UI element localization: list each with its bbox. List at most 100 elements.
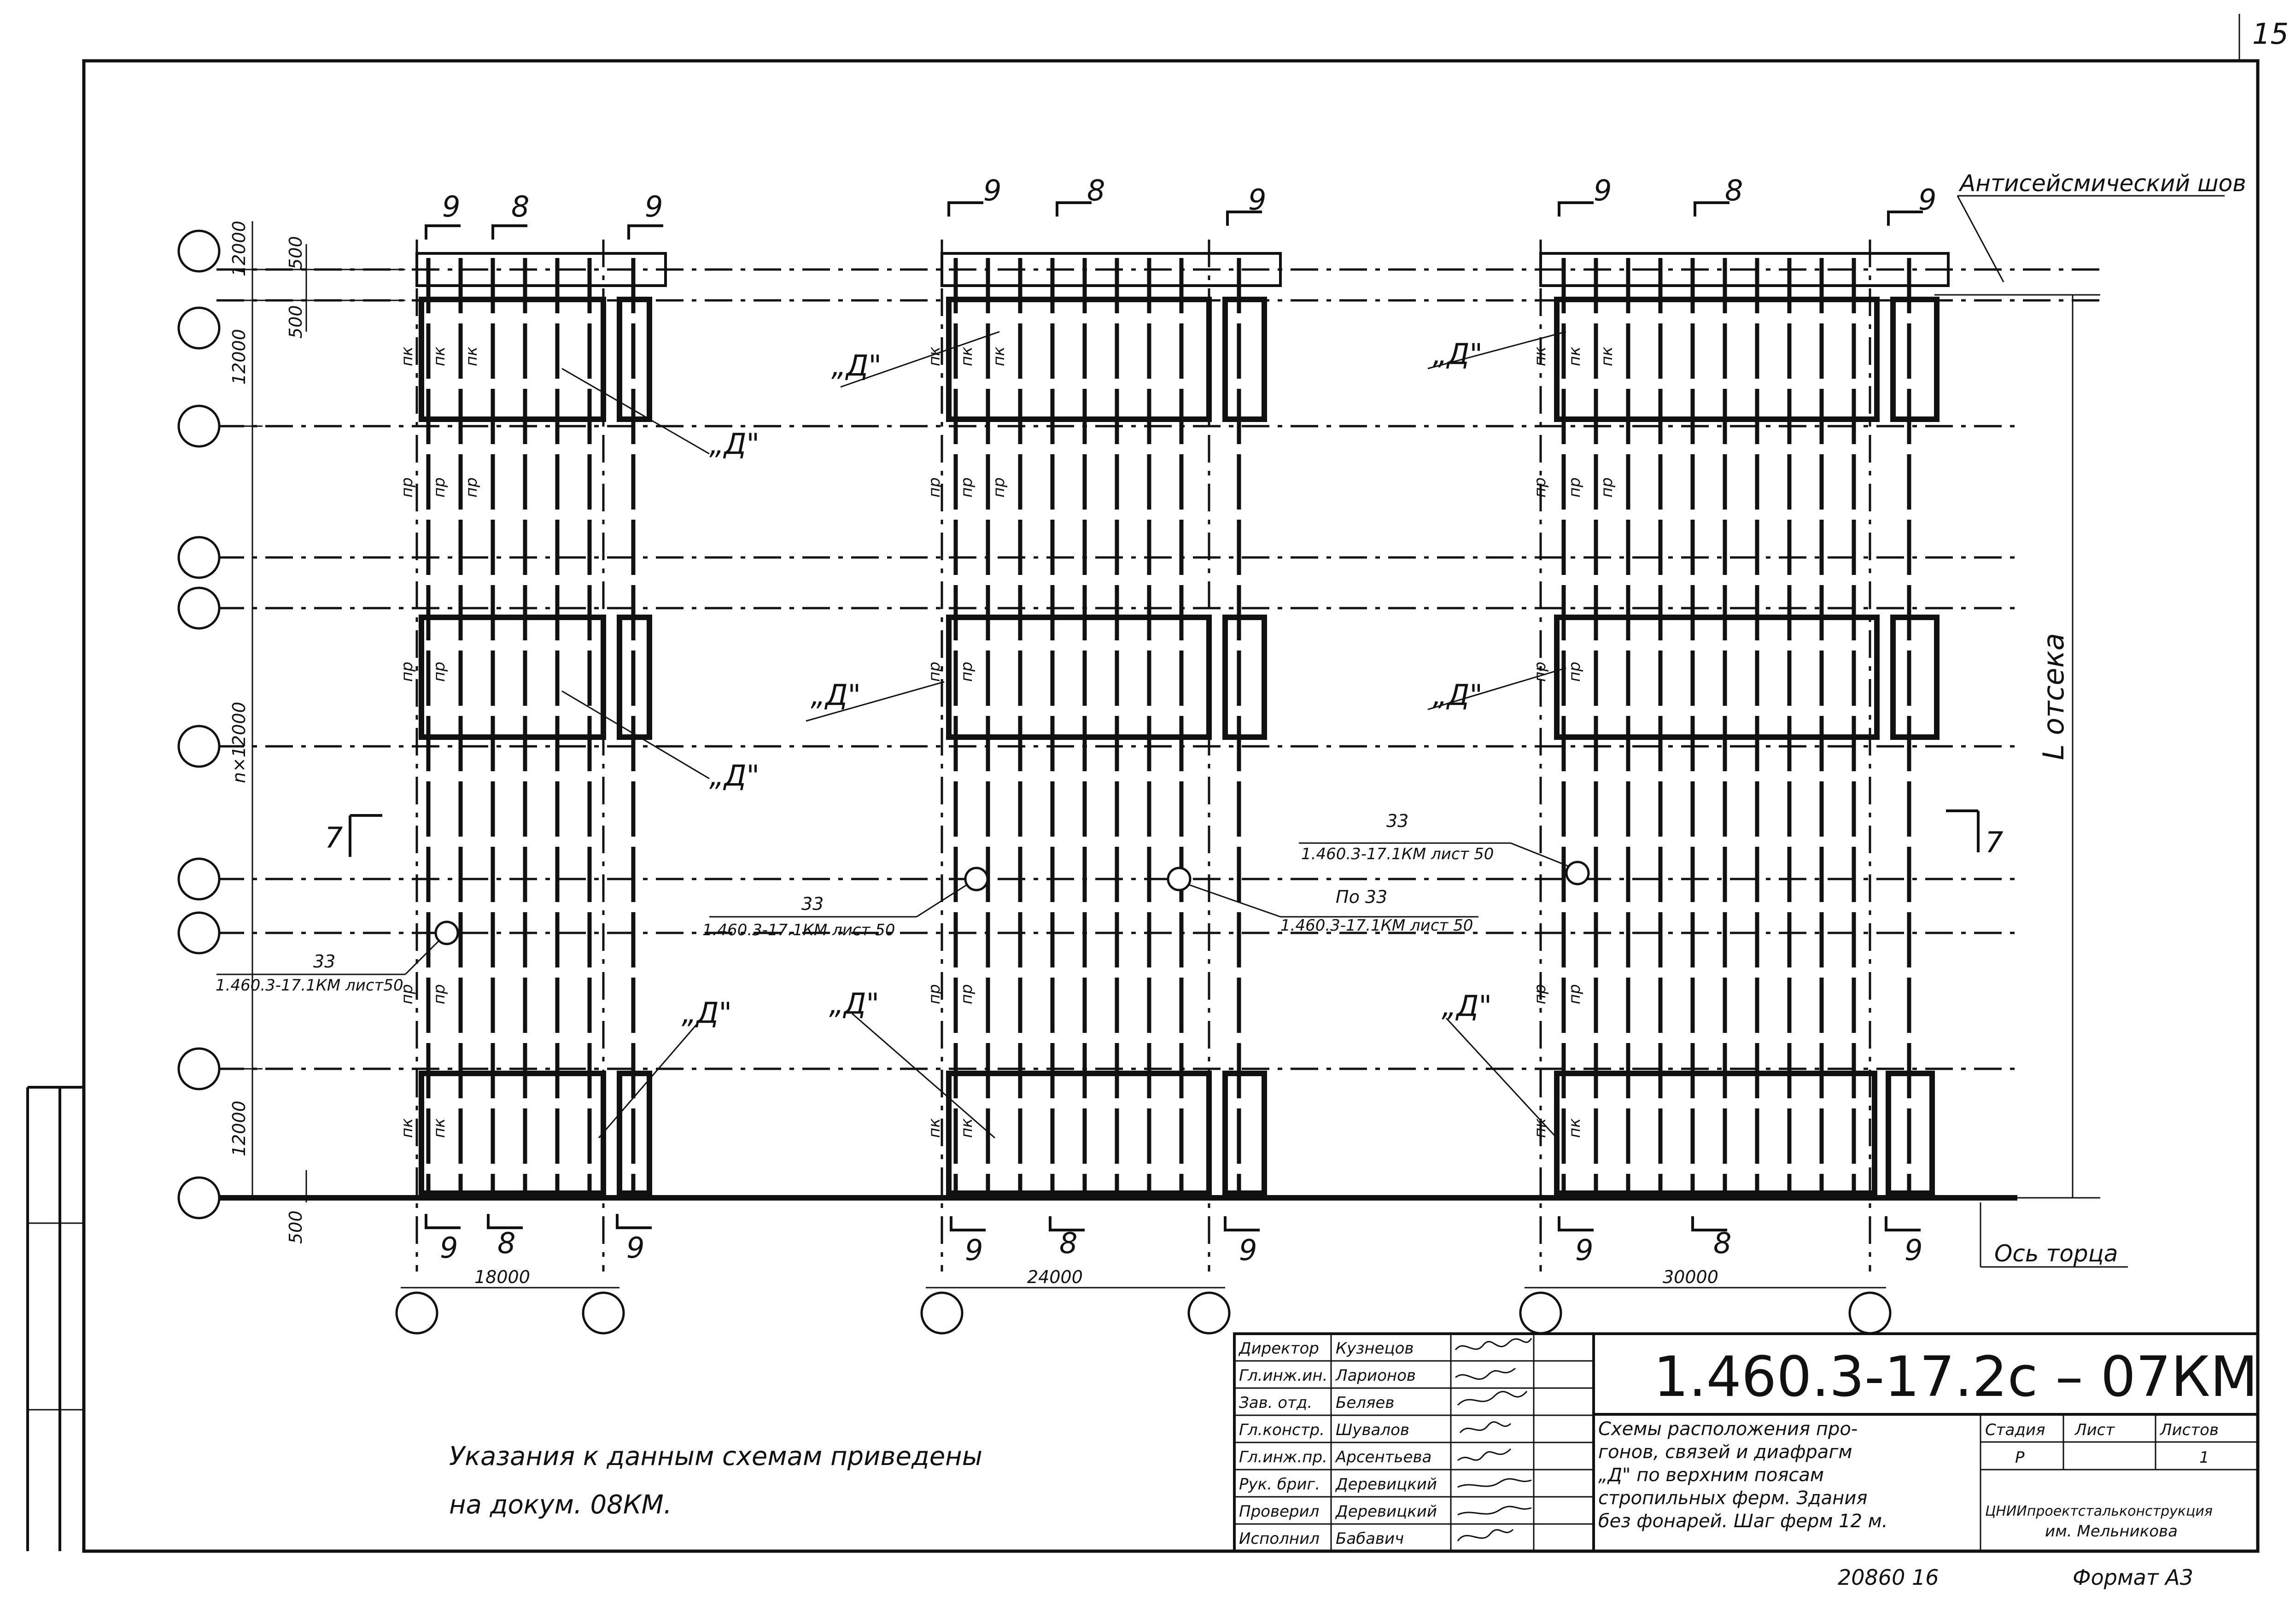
section-mark-9: 9 (626, 1231, 644, 1265)
section-mark-9: 9 (442, 190, 460, 223)
bay2-pk-label: пк (958, 1118, 976, 1138)
staff-role: Проверил (1239, 1502, 1319, 1521)
bay3-pk-label: пк (1531, 346, 1549, 366)
detail-d-label: „Д" (709, 759, 759, 792)
section-mark-8: 8 (497, 1226, 515, 1260)
bay3-pk-label: пк (1531, 1118, 1549, 1138)
staff-name: Деревицкий (1335, 1502, 1437, 1521)
detail-d-label: „Д" (1432, 678, 1483, 712)
bay1-pr-label: пр (430, 662, 449, 682)
bay2-pk-label: пк (958, 346, 976, 366)
bay2-pk-label: пк (990, 346, 1008, 366)
section-mark-8: 8 (511, 190, 529, 223)
section-mark-8: 8 (1087, 174, 1105, 207)
compartment-length-label: L отсека (2037, 633, 2070, 760)
detail-d-leaders (561, 331, 1566, 1139)
detail-d-label: „Д" (811, 678, 861, 712)
section-mark-9: 9 (1905, 1233, 1922, 1267)
callout-number: 33 (313, 951, 335, 972)
section-mark-9: 9 (440, 1231, 458, 1265)
dim-left-500-top-a: 500 (286, 236, 306, 270)
seismic-joint-leader (1957, 195, 2004, 282)
dim-left-12000-b: 12000 (229, 1101, 249, 1156)
section-mark-9: 9 (1594, 174, 1612, 207)
detail-d-label: „Д" (682, 996, 732, 1030)
section-mark-9: 9 (965, 1233, 983, 1267)
staff-role: Исполнил (1239, 1530, 1320, 1548)
section-7-marks (349, 809, 1980, 857)
section-mark-9: 9 (645, 190, 663, 223)
bay1-pr-label: пр (462, 477, 481, 498)
bay1-pr-label: пр (430, 984, 449, 1004)
bay1-pr-label: пр (430, 477, 449, 498)
bay2-pk-label: пк (925, 1118, 944, 1138)
sheets-value: 1 (2199, 1448, 2209, 1467)
callout-markers (216, 842, 1590, 975)
section-7-label: 7 (325, 821, 343, 855)
bay3-pr-label: пр (1566, 477, 1584, 498)
left-margin-strip (26, 1086, 84, 1551)
bay3-pr-label: пр (1531, 984, 1549, 1004)
staff-role: Гл.констр. (1239, 1421, 1325, 1439)
bay2-pr-label: пр (925, 662, 944, 682)
callout-number: По 33 (1336, 887, 1387, 907)
bay3-pk-label: пк (1566, 346, 1584, 366)
detail-d-label: „Д" (709, 427, 759, 461)
staff-name: Арсентьева (1335, 1448, 1431, 1466)
organization-name: ЦНИИпроектстальконструкция (1985, 1503, 2213, 1519)
left-dimension-chain (243, 221, 405, 1202)
staff-role: Зав. отд. (1239, 1394, 1312, 1412)
staff-name: Бабавич (1336, 1530, 1404, 1548)
callout-number: 33 (1386, 811, 1408, 831)
title-line: Схемы расположения про- (1598, 1418, 1858, 1440)
dim-left-n12000: n×12000 (229, 702, 249, 783)
column-axis-bubbles (395, 1291, 1892, 1335)
callout-reference: 1.460.3-17.1КМ лист 50 (1301, 845, 1494, 863)
section-7-label: 7 (1985, 826, 2003, 859)
staff-name: Ларионов (1335, 1366, 1416, 1385)
span-dimension: 24000 (1027, 1267, 1083, 1287)
bay2-pr-label: пр (925, 984, 944, 1004)
staff-name: Деревицкий (1335, 1475, 1437, 1494)
dim-left-500-bottom: 500 (286, 1210, 306, 1244)
staff-role: Рук. бриг. (1239, 1475, 1320, 1494)
callout-reference: 1.460.3-17.1КМ лист 50 (1280, 916, 1473, 935)
bay3-pr-label: пр (1531, 477, 1549, 498)
end-axis-label: Ось торца (1994, 1240, 2118, 1267)
title-line: без фонарей. Шаг ферм 12 м. (1598, 1511, 1888, 1532)
dim-left-500-top-b: 500 (286, 305, 306, 339)
bay3-pr-label: пр (1531, 662, 1549, 682)
staff-name: Шувалов (1336, 1421, 1409, 1439)
note-line-1: Указания к данным схемам приведены (449, 1442, 982, 1471)
bay-3 (1539, 240, 1950, 1272)
stage-header: Стадия (1985, 1421, 2045, 1439)
title-block (1233, 1332, 2259, 1553)
bay3-pr-label: пр (1566, 984, 1584, 1004)
sheets-header: Листов (2159, 1421, 2219, 1439)
section-mark-9: 9 (1575, 1233, 1593, 1267)
staff-role: Директор (1238, 1339, 1319, 1358)
dim-left-12000-a: 12000 (229, 329, 249, 385)
bay3-pr-label: пр (1598, 477, 1616, 498)
archive-number: 20860 16 (1838, 1565, 1939, 1590)
staff-name: Кузнецов (1336, 1339, 1414, 1358)
section-mark-9: 9 (1918, 183, 1936, 217)
bay1-pr-label: пр (398, 477, 416, 498)
title-line: „Д" по верхним поясам (1598, 1465, 1824, 1486)
compartment-length-dimension (1934, 294, 2100, 1199)
bay2-pr-label: пр (925, 477, 944, 498)
staff-name: Беляев (1336, 1394, 1394, 1412)
signature-scribbles (1455, 1338, 1532, 1541)
detail-d-label: „Д" (829, 987, 879, 1020)
grid-axis-lines (216, 268, 2100, 1201)
bay1-pr-label: пр (398, 984, 416, 1004)
staff-role: Гл.инж.пр. (1239, 1448, 1327, 1466)
organization-subtitle: им. Мельникова (2045, 1522, 2178, 1541)
stage-value: Р (2015, 1448, 2025, 1467)
row-axis-bubbles (177, 229, 221, 1219)
callout-reference: 1.460.3-17.1КМ лист 50 (702, 921, 895, 939)
seismic-joint-label: Антисейсмический шов (1958, 170, 2246, 197)
section-cut-marks (425, 201, 1923, 1231)
bay1-pk-label: пк (398, 346, 416, 366)
